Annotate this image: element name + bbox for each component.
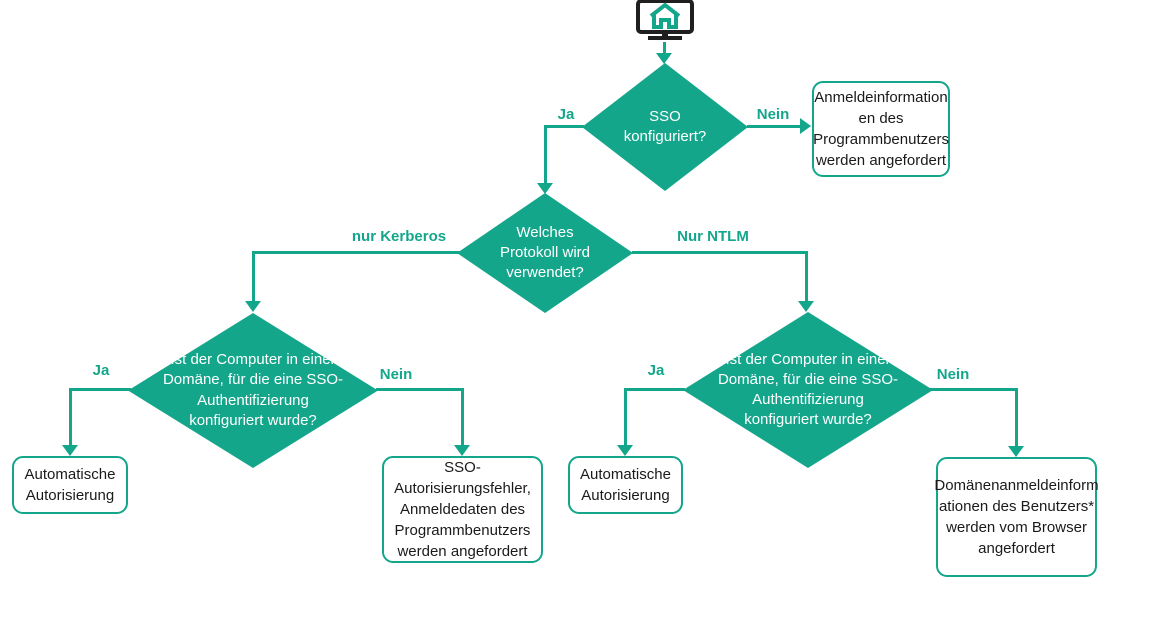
computer-home-icon [636,0,694,40]
edge-label-ja3: Ja [647,362,665,379]
connector-right-nein-v [1015,388,1018,448]
edge-label-ntlm: Nur NTLM [677,228,749,245]
arrowhead-sso-ja [537,183,553,194]
decision-domain-sso-kerberos-label: Ist der Computer in einer Domäne, für di… [162,351,344,429]
result-sso-error-label: SSO- Autorisierungsfehler, Anmeldedaten … [394,459,531,560]
arrowhead-left-ja [62,445,78,456]
arrowhead-start-to-sso [656,53,672,64]
connector-left-ja-h [69,388,131,391]
connector-sso-ja-h [544,125,584,128]
decision-sso-configured: SSO konfiguriert? [582,63,748,191]
connector-right-nein-h [929,388,1018,391]
connector-sso-nein [747,125,802,128]
edge-label-ja1: Ja [557,106,575,123]
connector-left-nein-v [461,388,464,447]
edge-label-ja2: Ja [92,362,110,379]
decision-domain-sso-ntlm: Ist der Computer in einer Domäne, für di… [683,312,933,468]
decision-sso-configured-label: SSO konfiguriert? [623,107,707,145]
decision-which-protocol-label: Welches Protokoll wird verwendet? [499,223,591,282]
result-auto-authorization-left: Automatische Autorisierung [12,456,128,514]
edge-label-kerberos: nur Kerberos [351,228,447,245]
result-credentials-requested: Anmeldeinformation en des Programmbenutz… [812,81,950,177]
result-credentials-requested-label: Anmeldeinformation en des Programmbenutz… [813,89,949,169]
connector-ntlm-v [805,251,808,303]
connector-start-to-sso [663,42,666,56]
connector-right-ja-v [624,388,627,447]
arrowhead-ntlm [798,301,814,312]
connector-kerberos-v [252,251,255,303]
edge-label-nein3: Nein [936,366,970,383]
result-auto-authorization-right-label: Automatische Autorisierung [580,466,671,504]
connector-ntlm-h [632,251,808,254]
result-browser-domain-credentials: Domänenanmeldeinform ationen des Benutze… [934,457,1099,577]
arrowhead-left-nein [454,445,470,456]
arrowhead-kerberos [245,301,261,312]
edge-label-nein1: Nein [756,106,790,123]
result-auto-authorization-right: Automatische Autorisierung [568,456,683,514]
connector-sso-ja-v [544,125,547,185]
connector-left-ja-v [69,388,72,447]
result-browser-domain-credentials-label: Domänenanmeldeinform ationen des Benutze… [934,477,1099,557]
connector-right-ja-h [624,388,685,391]
result-sso-error: SSO- Autorisierungsfehler, Anmeldedaten … [382,456,543,563]
decision-which-protocol: Welches Protokoll wird verwendet? [457,193,633,313]
arrowhead-right-nein [1008,446,1024,457]
edge-label-nein2: Nein [379,366,413,383]
result-auto-authorization-left-label: Automatische Autorisierung [24,466,116,504]
arrowhead-sso-nein [800,118,811,134]
connector-left-nein-h [376,388,464,391]
arrowhead-right-ja [617,445,633,456]
decision-domain-sso-ntlm-label: Ist der Computer in einer Domäne, für di… [717,350,899,429]
connector-kerberos-h [252,251,460,254]
decision-domain-sso-kerberos: Ist der Computer in einer Domäne, für di… [128,313,378,468]
